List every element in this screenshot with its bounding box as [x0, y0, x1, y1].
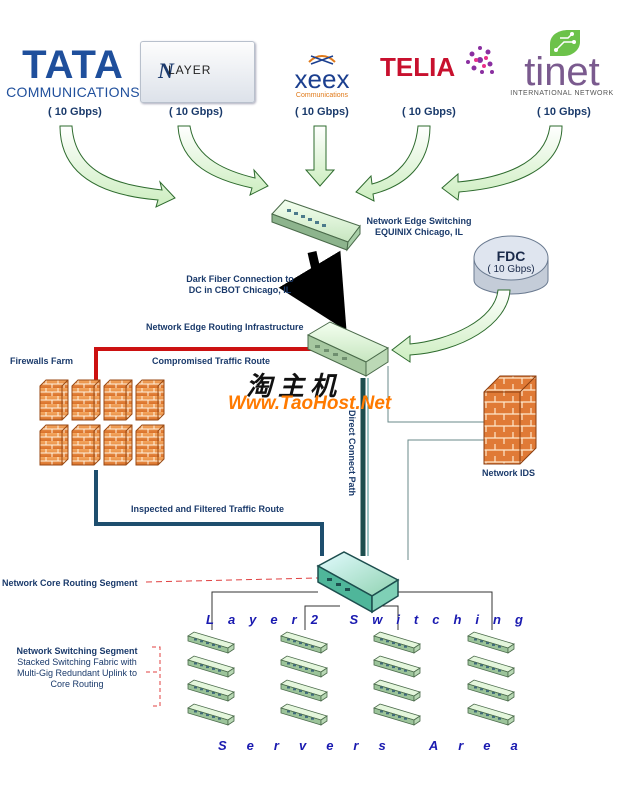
core-router-device — [316, 551, 400, 614]
ids-link-line — [387, 366, 490, 423]
provider-arrow-5 — [441, 125, 563, 201]
access-switch — [373, 655, 421, 678]
compromised-route-label: Compromised Traffic Route — [152, 356, 271, 366]
tata-name: TATA — [22, 43, 124, 87]
inspected-route-line — [94, 470, 324, 556]
telia-pebble-icon — [466, 46, 494, 74]
telia-logo: TELIA — [380, 52, 470, 83]
tinet-bandwidth: ( 10 Gbps) — [537, 106, 591, 118]
switching-segment-label: Network Switching Segment Stacked Switch… — [2, 646, 152, 690]
access-switch — [187, 679, 235, 702]
network-ids-firewall — [483, 375, 537, 465]
access-switch — [187, 703, 235, 726]
tinet-subtitle: INTERNATIONAL NETWORK — [510, 90, 614, 97]
access-switch — [280, 679, 328, 702]
direct-connect-label: Direct Connect Path — [347, 410, 357, 497]
nlayer-logo — [140, 41, 255, 103]
telia-bandwidth: ( 10 Gbps) — [402, 106, 456, 118]
access-switch — [187, 631, 235, 654]
access-switch — [280, 655, 328, 678]
fdc-cylinder — [473, 235, 549, 295]
access-switch — [467, 631, 515, 654]
provider-arrow-3 — [304, 125, 336, 187]
provider-arrow-1 — [59, 125, 176, 208]
dark-fiber-line1: Dark Fiber Connection to — [186, 274, 294, 284]
access-switch — [280, 703, 328, 726]
provider-arrow-4 — [355, 125, 431, 202]
edge-switching-line1: Network Edge Switching — [366, 216, 472, 226]
core-routing-dashed-line — [145, 577, 319, 583]
switch-stacks — [187, 631, 515, 726]
nlayer-mark: N — [158, 58, 174, 83]
layer2-switching-label: Layer2 Switching — [206, 612, 537, 627]
access-switch — [373, 703, 421, 726]
watermark-url: Www.TaoHost.Net — [228, 393, 392, 414]
switching-segment-line1: Stacked Switching Fabric with — [17, 657, 137, 667]
access-switch — [280, 631, 328, 654]
dark-fiber-line2: DC in CBOT Chicago, IL — [188, 285, 292, 295]
core-distribution-lines — [211, 591, 493, 630]
fdc-bandwidth: ( 10 Gbps) — [487, 264, 535, 275]
access-switch — [373, 679, 421, 702]
watermark-chinese: 淘主机 — [246, 372, 343, 402]
xeex-subtitle: Communications — [295, 92, 349, 99]
xeex-swoosh-icon — [308, 55, 336, 65]
switching-segment-line2: Multi-Gig Redundant Uplink to — [16, 668, 138, 678]
xeex-bandwidth: ( 10 Gbps) — [295, 106, 349, 118]
xeex-name: xeex — [294, 64, 350, 94]
firewalls-farm-label: Firewalls Farm — [10, 356, 74, 366]
tinet-circuit-icon — [550, 30, 580, 56]
firewalls-farm-graphic — [39, 379, 165, 466]
fdc-label: FDC ( 10 Gbps) — [474, 248, 548, 275]
edge-switching-line2: EQUINIX Chicago, IL — [374, 227, 463, 237]
access-switch — [467, 655, 515, 678]
network-ids-label: Network IDS — [482, 468, 536, 478]
access-switch — [467, 679, 515, 702]
tata-logo: TATA COMMUNICATIONS — [6, 43, 140, 100]
provider-arrow-2 — [177, 125, 269, 196]
tata-bandwidth: ( 10 Gbps) — [48, 106, 102, 118]
edge-switch-device — [271, 199, 361, 252]
edge-switching-label: Network Edge Switching EQUINIX Chicago, … — [360, 216, 478, 238]
dark-fiber-label: Dark Fiber Connection to DC in CBOT Chic… — [176, 274, 304, 296]
edge-router-device — [306, 321, 390, 377]
access-switch — [187, 655, 235, 678]
access-switch — [467, 703, 515, 726]
nlayer-name: LAYER — [168, 63, 212, 77]
telia-name: TELIA — [380, 52, 456, 82]
access-switch — [373, 631, 421, 654]
dark-fiber-arrow — [278, 250, 347, 331]
nlayer-bandwidth: ( 10 Gbps) — [169, 106, 223, 118]
xeex-logo: xeex Communications — [286, 52, 358, 100]
core-routing-label: Network Core Routing Segment — [2, 578, 138, 588]
tinet-logo: tinet INTERNATIONAL NETWORK — [506, 50, 618, 97]
switching-segment-bracket — [146, 646, 161, 707]
inspected-route-label: Inspected and Filtered Traffic Route — [131, 504, 285, 514]
switching-segment-line3: Core Routing — [50, 679, 104, 689]
fdc-name: FDC — [496, 248, 526, 264]
tinet-name: tinet — [524, 50, 600, 94]
fdc-arrow — [391, 289, 511, 363]
servers-area-label: Servers Area — [218, 738, 538, 753]
edge-routing-label: Network Edge Routing Infrastructure — [146, 322, 304, 332]
switching-segment-title: Network Switching Segment — [16, 646, 138, 656]
tata-subtitle: COMMUNICATIONS — [6, 84, 140, 100]
